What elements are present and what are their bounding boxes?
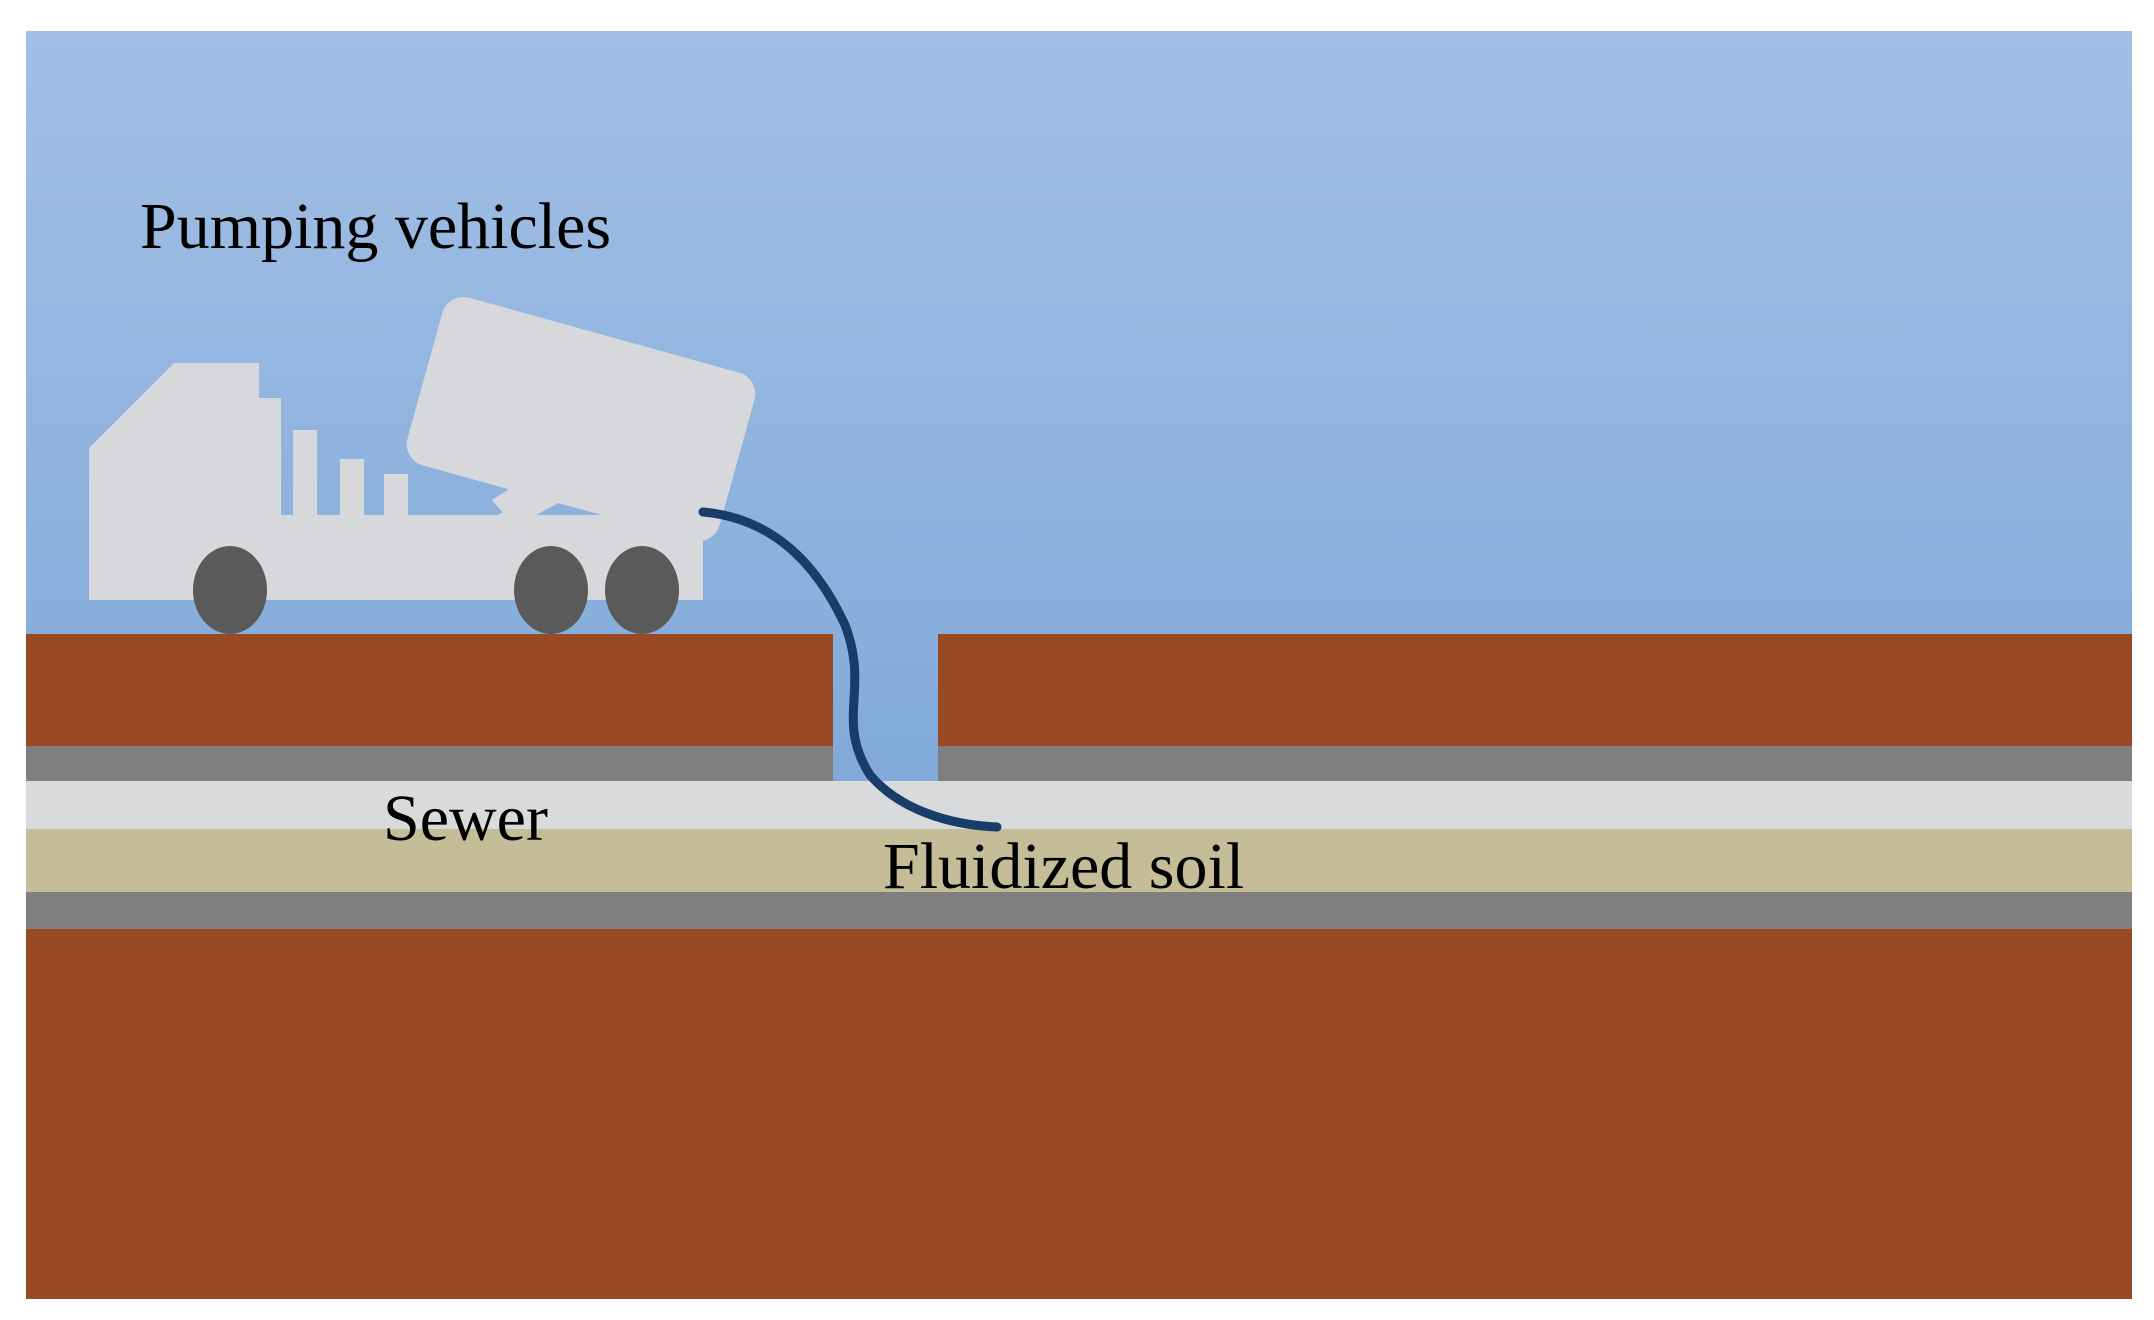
- surface-soil-left: [26, 634, 833, 746]
- pumping-truck-icon: [89, 296, 756, 634]
- truck-post: [293, 430, 317, 518]
- deep-soil: [26, 929, 2132, 1299]
- truck-tank: [406, 296, 756, 542]
- hose-icon: [698, 507, 1002, 832]
- truck-wheel: [605, 546, 679, 634]
- truck-wheel: [514, 546, 588, 634]
- truck-cab: [89, 363, 281, 600]
- pipe-top-wall-left: [26, 746, 833, 781]
- fluidized-soil-layer: [26, 829, 2132, 892]
- surface-soil-right: [938, 634, 2132, 746]
- fluidized-soil-label: Fluidized soil: [883, 830, 1244, 903]
- truck-wheel: [193, 546, 267, 634]
- truck-post: [384, 474, 408, 518]
- pipe-top-wall-right: [938, 746, 2132, 781]
- pumping-vehicles-label: Pumping vehicles: [140, 190, 611, 263]
- sewer-label: Sewer: [383, 782, 548, 855]
- sewer-space: [26, 781, 2132, 829]
- pipe-bottom-wall: [26, 892, 2132, 929]
- truck-post: [340, 459, 364, 518]
